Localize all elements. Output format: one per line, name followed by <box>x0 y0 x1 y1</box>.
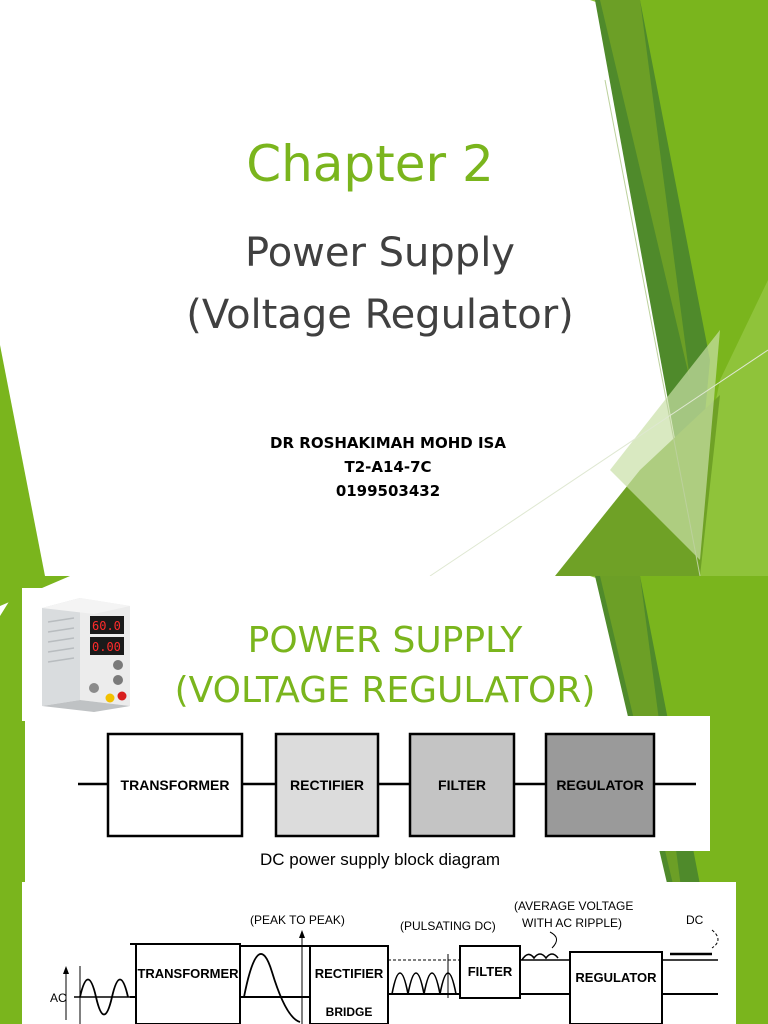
svg-text:60.0: 60.0 <box>92 619 121 633</box>
block-diagram-caption: DC power supply block diagram <box>260 850 500 869</box>
power-supply-waveform-diagram: (PEAK TO PEAK) (PULSATING DC) (AVERAGE V… <box>22 882 736 1024</box>
block-rectifier: RECTIFIER <box>274 732 380 838</box>
svg-text:0.00: 0.00 <box>92 640 121 654</box>
slide-subtitle-line1: Power Supply <box>245 230 515 276</box>
author-phone: 0199503432 <box>335 482 441 500</box>
title-slide: Chapter 2 Power Supply (Voltage Regulato… <box>0 0 768 576</box>
svg-text:FILTER: FILTER <box>468 964 513 979</box>
label-average-voltage-1: (AVERAGE VOLTAGE <box>514 899 633 913</box>
slide-title-line1: POWER SUPPLY <box>247 620 523 661</box>
label-peak-to-peak: (PEAK TO PEAK) <box>250 913 345 927</box>
svg-text:REGULATOR: REGULATOR <box>556 777 643 793</box>
label-average-voltage-2: WITH AC RIPPLE) <box>522 916 622 930</box>
svg-text:RECTIFIER: RECTIFIER <box>290 777 364 793</box>
slide-title-line2: (VOLTAGE REGULATOR) <box>174 670 596 711</box>
svg-text:REGULATOR: REGULATOR <box>575 970 657 985</box>
author-room: T2-A14-7C <box>344 458 432 476</box>
slide-title: Chapter 2 <box>246 135 494 193</box>
svg-text:RECTIFIER: RECTIFIER <box>315 966 384 981</box>
svg-text:FILTER: FILTER <box>438 777 486 793</box>
svg-text:TRANSFORMER: TRANSFORMER <box>137 966 239 981</box>
block-transformer: TRANSFORMER <box>106 732 244 838</box>
block-filter: FILTER <box>408 732 516 838</box>
label-dc: DC <box>686 913 704 927</box>
label-pulsating-dc: (PULSATING DC) <box>400 919 496 933</box>
dc-power-supply-block-diagram: TRANSFORMER RECTIFIER FILTER REGULATOR <box>70 716 710 851</box>
slide-subtitle-line2: (Voltage Regulator) <box>186 292 574 338</box>
label-ac: AC <box>50 991 67 1005</box>
author-name: DR ROSHAKIMAH MOHD ISA <box>270 434 506 452</box>
green-ribbon-decoration <box>0 0 768 576</box>
power-supply-photo: 60.0 0.00 <box>22 588 154 721</box>
block-regulator: REGULATOR <box>544 732 656 838</box>
power-supply-slide: 60.0 0.00 POWER SUPPLY (VOLTAGE REGULATO… <box>0 576 768 1024</box>
svg-text:TRANSFORMER: TRANSFORMER <box>121 777 230 793</box>
svg-text:BRIDGE: BRIDGE <box>326 1005 373 1019</box>
